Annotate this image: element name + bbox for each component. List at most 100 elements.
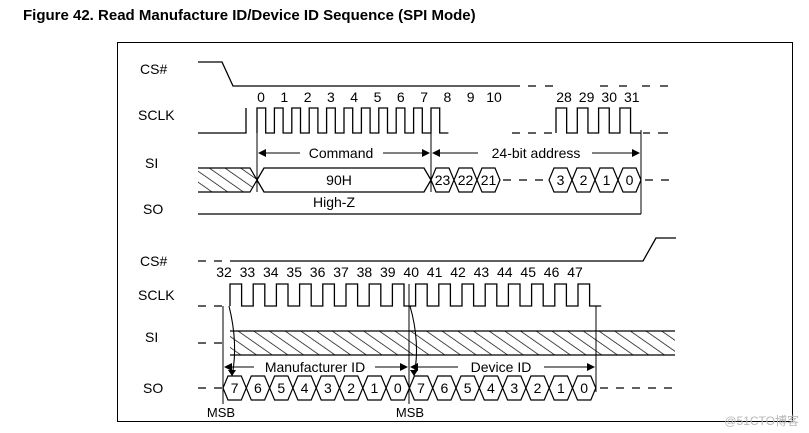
si-upper-hatch [198, 168, 257, 192]
clock-number: 39 [380, 264, 396, 280]
manufacturer-bit-label: 4 [301, 380, 309, 396]
so-high-z-label: High-Z [313, 194, 355, 210]
address-dimension [432, 149, 640, 157]
address-bit-tail-label: 0 [626, 172, 634, 188]
clock-number: 8 [444, 89, 452, 105]
sclk-upper-leader [198, 108, 247, 134]
si-address-bits-head: 23 22 21 [430, 167, 501, 193]
label-so-upper: SO [143, 201, 163, 217]
clock-number: 4 [350, 89, 358, 105]
clock-number: 35 [286, 264, 302, 280]
clock-number: 34 [263, 264, 279, 280]
device-bit-label: 5 [464, 380, 472, 396]
msb-arrow-2 [410, 370, 418, 376]
label-so-lower: SO [143, 380, 163, 396]
label-sclk-upper: SCLK [138, 107, 175, 123]
clock-number: 36 [310, 264, 326, 280]
si-lower-hatch [230, 331, 675, 355]
clock-number: 41 [427, 264, 443, 280]
address-bit-tail-label: 3 [557, 172, 565, 188]
command-label: Command [309, 145, 374, 161]
device-bit-label: 4 [487, 380, 495, 396]
label-cs-lower: CS# [140, 253, 167, 269]
clock-number: 29 [579, 89, 595, 105]
clock-number: 7 [420, 89, 428, 105]
device-id-label: Device ID [471, 359, 532, 375]
device-bit-label: 6 [440, 380, 448, 396]
label-si-upper: SI [145, 155, 158, 171]
clock-number: 47 [567, 264, 583, 280]
manufacturer-bit-label: 1 [371, 380, 379, 396]
clock-number: 2 [304, 89, 312, 105]
device-dimension [410, 363, 595, 371]
label-cs-upper: CS# [140, 61, 167, 77]
clock-number: 43 [474, 264, 490, 280]
clock-number: 44 [497, 264, 513, 280]
clock-number: 6 [397, 89, 405, 105]
sclk-upper-pulses-a [256, 107, 449, 134]
clock-numbers-lower: 32 33 34 35 36 37 38 39 40 41 42 43 44 45 46 47 [216, 264, 583, 280]
msb-label-1: MSB [207, 405, 235, 420]
label-sclk-lower: SCLK [138, 287, 175, 303]
msb-label-2: MSB [396, 405, 424, 420]
address-bit-head-shape [476, 167, 501, 193]
sclk-upper-pulses-b [555, 107, 642, 134]
manufacturer-bit-label: 5 [277, 380, 285, 396]
timing-diagram-frame [117, 42, 793, 422]
manufacturer-id-label: Manufacturer ID [265, 359, 365, 375]
clock-number: 33 [240, 264, 256, 280]
device-bit-label: 1 [557, 380, 565, 396]
clock-number: 1 [280, 89, 288, 105]
manufacturer-dimension [224, 363, 408, 371]
clock-number: 38 [357, 264, 373, 280]
address-bit-tail-label: 1 [603, 172, 611, 188]
manufacturer-bit-label: 3 [324, 380, 332, 396]
clock-numbers-upper-b: 28 29 30 31 [556, 89, 640, 105]
watermark: @51CTO博客 [724, 414, 799, 428]
device-bit-label: 7 [417, 380, 425, 396]
cs-lower-waveform [230, 237, 676, 262]
address-bit-head-label: 23 [435, 172, 451, 188]
clock-number: 32 [216, 264, 232, 280]
sclk-lower-pulses [229, 283, 602, 307]
clock-number: 3 [327, 89, 335, 105]
manufacturer-bit-label: 6 [254, 380, 262, 396]
clock-number: 30 [601, 89, 617, 105]
device-bit-label: 2 [534, 380, 542, 396]
command-value: 90H [326, 172, 352, 188]
address-bit-tail-label: 2 [580, 172, 588, 188]
clock-number: 9 [467, 89, 475, 105]
clock-number: 46 [544, 264, 560, 280]
sclk-upper-waveform-a [256, 107, 449, 134]
clock-number: 45 [520, 264, 536, 280]
address-bit-head-label: 22 [458, 172, 474, 188]
clock-number: 42 [450, 264, 466, 280]
sclk-upper-waveform-b [555, 107, 642, 134]
label-si-lower: SI [145, 329, 158, 345]
clock-number: 28 [556, 89, 572, 105]
msb-arrow-1 [228, 370, 236, 376]
sclk-lower-waveform [229, 283, 602, 307]
clock-number: 10 [486, 89, 502, 105]
device-bit-shape [571, 375, 597, 401]
clock-number: 31 [624, 89, 640, 105]
address-bit-head-label: 21 [481, 172, 497, 188]
manufacturer-bit-label: 0 [394, 380, 402, 396]
clock-number: 5 [374, 89, 382, 105]
address-bit-tail-shape [617, 167, 642, 193]
si-lower-hatch-edge [230, 330, 675, 356]
device-bit-label: 3 [510, 380, 518, 396]
address-label: 24-bit address [492, 145, 581, 161]
clock-number: 40 [403, 264, 419, 280]
manufacturer-bit-label: 2 [347, 380, 355, 396]
clock-number: 37 [333, 264, 349, 280]
clock-number: 0 [257, 89, 265, 105]
device-bit-label: 0 [580, 380, 588, 396]
command-dimension [258, 149, 430, 157]
cs-upper-waveform [198, 61, 520, 87]
figure-title: Figure 42. Read Manufacture ID/Device ID… [23, 7, 476, 24]
